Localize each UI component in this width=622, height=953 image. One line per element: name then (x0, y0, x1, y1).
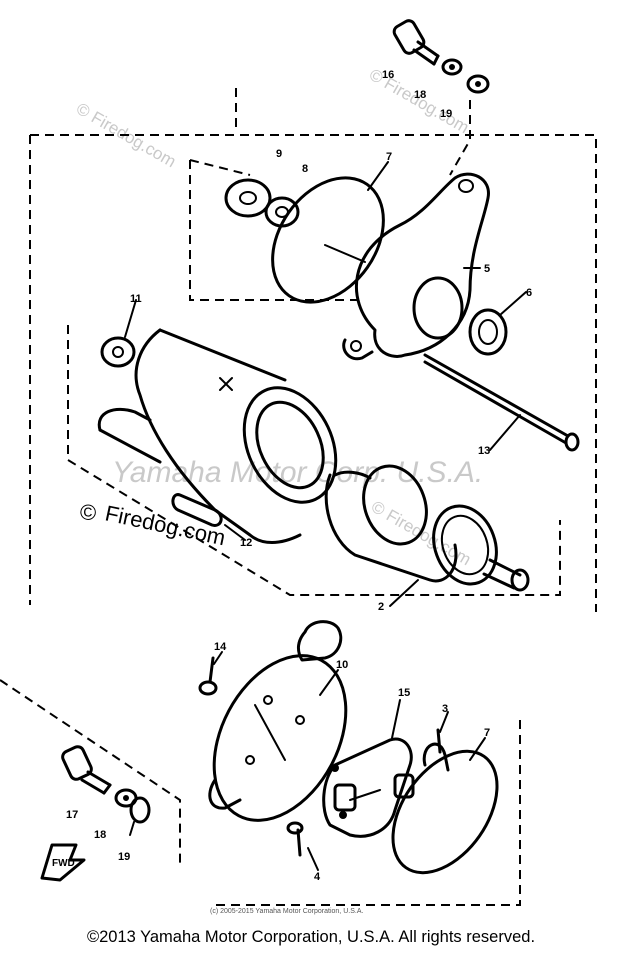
bolt-leader-dash (449, 100, 471, 176)
callout-15: 15 (398, 687, 410, 699)
leader-12 (224, 524, 246, 541)
callout-13: 13 (478, 445, 490, 457)
leader-10 (319, 669, 339, 696)
watermark-yamaha: Yamaha Motor Corp. U.S.A. (112, 456, 483, 489)
screw-14 (198, 656, 218, 696)
callout-8: 8 (302, 163, 308, 175)
fine-print: (c) 2005-2015 Yamaha Motor Corporation, … (210, 908, 363, 915)
bearing-6 (468, 308, 508, 356)
leader-2 (389, 579, 419, 607)
callout-16: 16 (382, 69, 394, 81)
leader-4 (307, 847, 319, 871)
leader-6 (499, 291, 527, 316)
copyright-footer: ©2013 Yamaha Motor Corporation, U.S.A. A… (86, 928, 536, 946)
watermark-firedog-symbol: © (80, 500, 96, 525)
callout-10: 10 (336, 659, 348, 671)
leader-3 (439, 711, 449, 733)
callout-17: 17 (66, 809, 78, 821)
brush-lead-12 (171, 493, 223, 527)
bolt-17 (61, 745, 112, 795)
callout-4: 4 (314, 871, 321, 883)
callout-18-bottom: 18 (94, 829, 106, 841)
group-top-box (30, 134, 597, 612)
callout-5: 5 (484, 263, 490, 275)
callout-7-top: 7 (386, 151, 392, 163)
washer-18-top (441, 58, 463, 76)
callout-11: 11 (130, 293, 142, 305)
callout-18-top: 18 (414, 89, 426, 101)
yoke-housing (97, 328, 338, 544)
through-bolt-13 (423, 353, 580, 452)
callout-3: 3 (442, 703, 448, 715)
washer-19-bottom (129, 796, 151, 824)
bolt-16 (392, 19, 440, 66)
leader-14 (213, 651, 223, 665)
brush-cap (296, 620, 343, 662)
callout-7-bottom: 7 (484, 727, 490, 739)
callout-19-top: 19 (440, 108, 452, 120)
callout-14: 14 (214, 641, 227, 653)
leader-19-bottom (129, 821, 135, 836)
group-bottom-box (0, 679, 181, 865)
armature-2 (324, 464, 530, 592)
svg-text:FWD: FWD (52, 858, 75, 869)
screw-4 (286, 821, 304, 857)
brush-plate-10 (208, 654, 348, 822)
group-bottom-right (210, 720, 521, 906)
o-ring-7-bottom (391, 749, 499, 875)
washer-11 (100, 336, 136, 368)
callout-2: 2 (378, 601, 384, 613)
group-cover-top (189, 159, 251, 176)
fwd-arrow-icon: FWD (40, 843, 86, 882)
leader-13 (489, 414, 521, 451)
callout-19-bottom: 19 (118, 851, 130, 863)
leader-7-bottom (469, 737, 486, 761)
leader-11 (124, 299, 137, 338)
o-ring-7-top (271, 176, 385, 304)
callout-12: 12 (240, 537, 252, 549)
group-cover-box (189, 160, 360, 301)
group-housing-box (67, 325, 561, 596)
end-cover-5 (342, 172, 490, 361)
callout-6: 6 (526, 287, 532, 299)
washer-9 (224, 178, 272, 218)
leader-7-top (367, 161, 389, 191)
callout-9: 9 (276, 148, 282, 160)
leader-15 (391, 699, 401, 739)
washer-19-top (466, 74, 490, 94)
brush-spring-3 (422, 728, 450, 772)
